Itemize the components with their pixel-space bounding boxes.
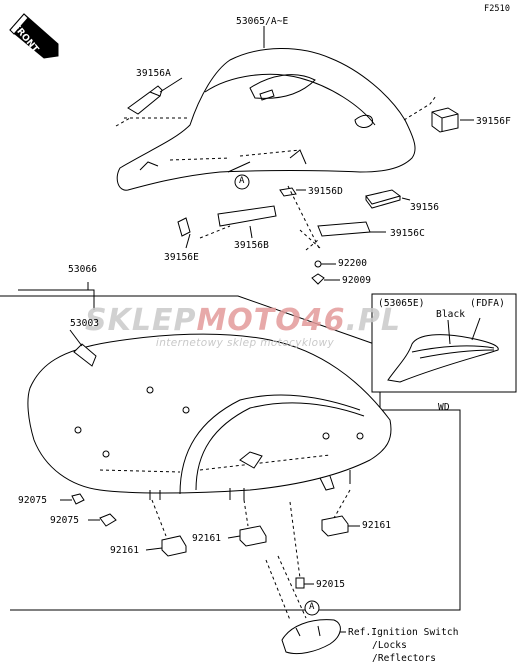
rider-seat-drawing (27, 333, 392, 500)
label-53003: 53003 (70, 318, 100, 329)
label-92075-upper: 92075 (18, 495, 48, 506)
label-92009: 92009 (342, 275, 372, 286)
inset-caption: WD (438, 402, 450, 413)
watermark-brand-main: SKLEP (84, 303, 197, 338)
reference-note-line2: /Locks (372, 640, 407, 651)
label-39156: 39156 (410, 202, 440, 213)
label-53066: 53066 (68, 264, 98, 275)
label-92161-right: 92161 (362, 520, 392, 531)
inset-color-label: Black (436, 309, 466, 320)
ref-a-lower: A (309, 602, 315, 612)
ref-circle-a-lower (304, 600, 320, 616)
watermark: SKLEPMOTO46.PL (78, 303, 408, 338)
label-92200: 92200 (338, 258, 368, 269)
label-39156f: 39156F (476, 116, 511, 127)
upper-small-parts (115, 77, 474, 285)
inset-cover-drawing (387, 317, 499, 383)
watermark-brand-tail: .PL (345, 303, 402, 338)
ref-circle-a-upper (234, 174, 250, 190)
leader-lines (69, 26, 265, 347)
label-39156a: 39156A (136, 68, 171, 79)
label-92161-left: 92161 (110, 545, 140, 556)
label-39156e: 39156E (164, 252, 199, 263)
label-39156d: 39156D (308, 186, 343, 197)
seat-cowl-drawing (116, 48, 416, 191)
reference-note-line1: Ref.Ignition Switch (348, 627, 459, 638)
page-code: F2510 (484, 4, 511, 14)
label-92015: 92015 (316, 579, 346, 590)
inset-variant: (FDFA) (470, 298, 505, 309)
label-92075-lower: 92075 (50, 515, 80, 526)
lower-small-parts (60, 489, 360, 655)
label-92161-middle: 92161 (192, 533, 222, 544)
watermark-brand-accent: MOTO46 (196, 303, 346, 338)
label-39156b: 39156B (234, 240, 269, 251)
reference-note-line3: /Reflectors (372, 653, 437, 664)
watermark-tagline: internetowy sklep motocyklowy (155, 337, 335, 349)
front-arrow-icon (9, 13, 59, 59)
label-39156c: 39156C (390, 228, 425, 239)
inset-code: (53065E) (378, 298, 425, 309)
label-53065: 53065/A~E (236, 16, 289, 27)
ref-a-upper: A (239, 176, 245, 186)
